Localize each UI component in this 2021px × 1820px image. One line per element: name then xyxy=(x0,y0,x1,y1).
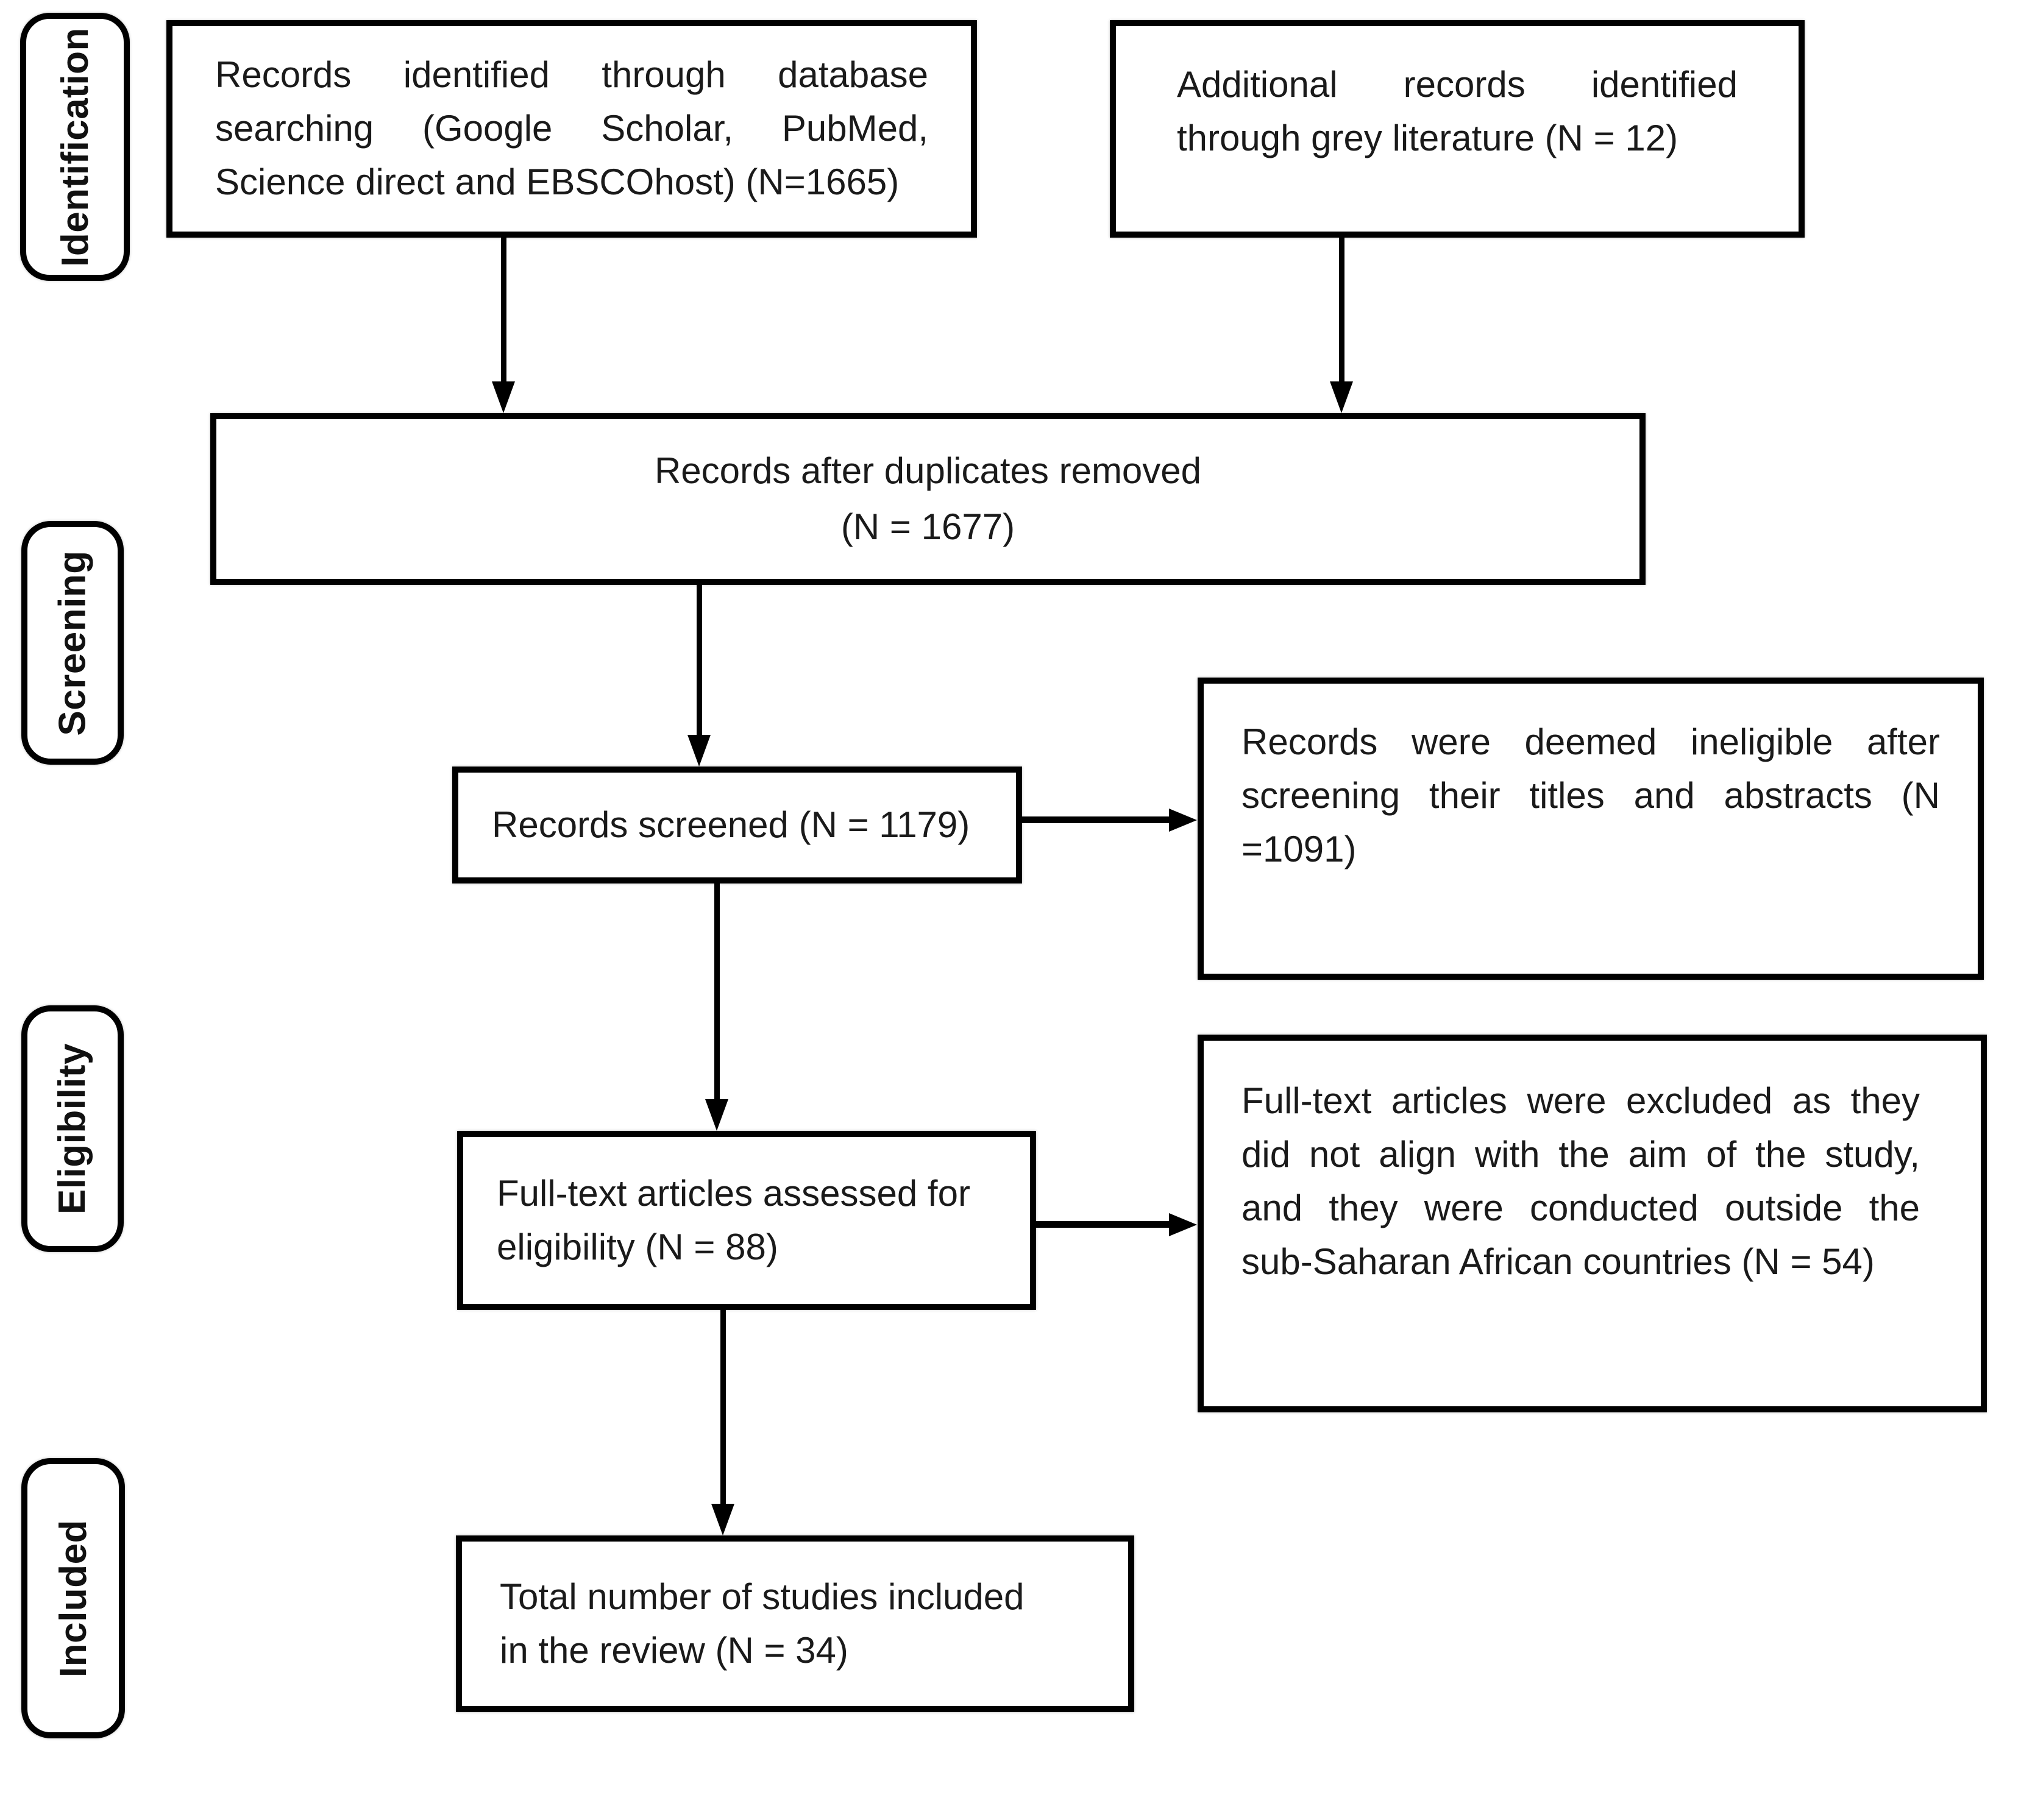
box-records-identified-database-text: Records identified through database sear… xyxy=(215,54,928,202)
box-total-studies-included: Total number of studies included in the … xyxy=(456,1535,1134,1712)
box-records-after-duplicates-removed-line1: Records after duplicates removed xyxy=(654,450,1202,491)
arrowhead-down-icon xyxy=(687,735,711,767)
stage-label-identification-text: Identification xyxy=(54,27,96,267)
box-records-deemed-ineligible: Records were deemed ineligible after scr… xyxy=(1198,678,1984,980)
connector-fulltext-to-included-line xyxy=(720,1310,726,1506)
box-records-screened-text: Records screened (N = 1179) xyxy=(492,804,970,845)
stage-label-screening-text: Screening xyxy=(51,550,94,736)
arrowhead-right-icon xyxy=(1169,809,1197,832)
box-full-text-excluded: Full-text articles were excluded as they… xyxy=(1198,1035,1987,1412)
box-records-identified-database: Records identified through database sear… xyxy=(166,20,977,238)
stage-label-eligibility-text: Eligibility xyxy=(51,1043,94,1215)
connector-grey-to-duplicates-line xyxy=(1339,238,1344,384)
box-full-text-excluded-text: Full-text articles were excluded as they… xyxy=(1241,1080,1920,1282)
stage-label-screening: Screening xyxy=(21,521,124,765)
stage-label-identification: Identification xyxy=(20,13,130,281)
connector-screened-to-ineligible-line xyxy=(1022,816,1171,823)
arrowhead-down-icon xyxy=(1330,381,1353,413)
stage-label-eligibility: Eligibility xyxy=(21,1005,124,1252)
connector-duplicates-to-screened-line xyxy=(697,585,702,737)
arrowhead-right-icon xyxy=(1169,1213,1197,1236)
box-full-text-assessed-text: Full-text articles assessed for eligibil… xyxy=(497,1173,970,1267)
arrowhead-down-icon xyxy=(492,381,515,413)
box-records-after-duplicates-removed: Records after duplicates removed (N = 16… xyxy=(210,413,1646,585)
connector-screened-to-fulltext-line xyxy=(714,883,720,1102)
arrowhead-down-icon xyxy=(711,1504,734,1535)
stage-label-included-text: Included xyxy=(52,1519,94,1677)
box-additional-records-grey-literature: Additional records identified through gr… xyxy=(1110,20,1805,238)
box-records-screened: Records screened (N = 1179) xyxy=(452,767,1022,883)
box-records-deemed-ineligible-text: Records were deemed ineligible after scr… xyxy=(1241,721,1940,869)
box-records-after-duplicates-removed-line2: (N = 1677) xyxy=(840,506,1015,547)
arrowhead-down-icon xyxy=(705,1099,728,1131)
connector-database-to-duplicates-line xyxy=(501,238,506,384)
connector-fulltext-to-excluded-line xyxy=(1036,1221,1171,1228)
box-total-studies-included-text: Total number of studies included in the … xyxy=(500,1576,1025,1671)
box-full-text-assessed: Full-text articles assessed for eligibil… xyxy=(457,1131,1036,1310)
box-additional-records-grey-literature-text: Additional records identified through gr… xyxy=(1177,64,1738,158)
stage-label-included: Included xyxy=(21,1458,125,1738)
